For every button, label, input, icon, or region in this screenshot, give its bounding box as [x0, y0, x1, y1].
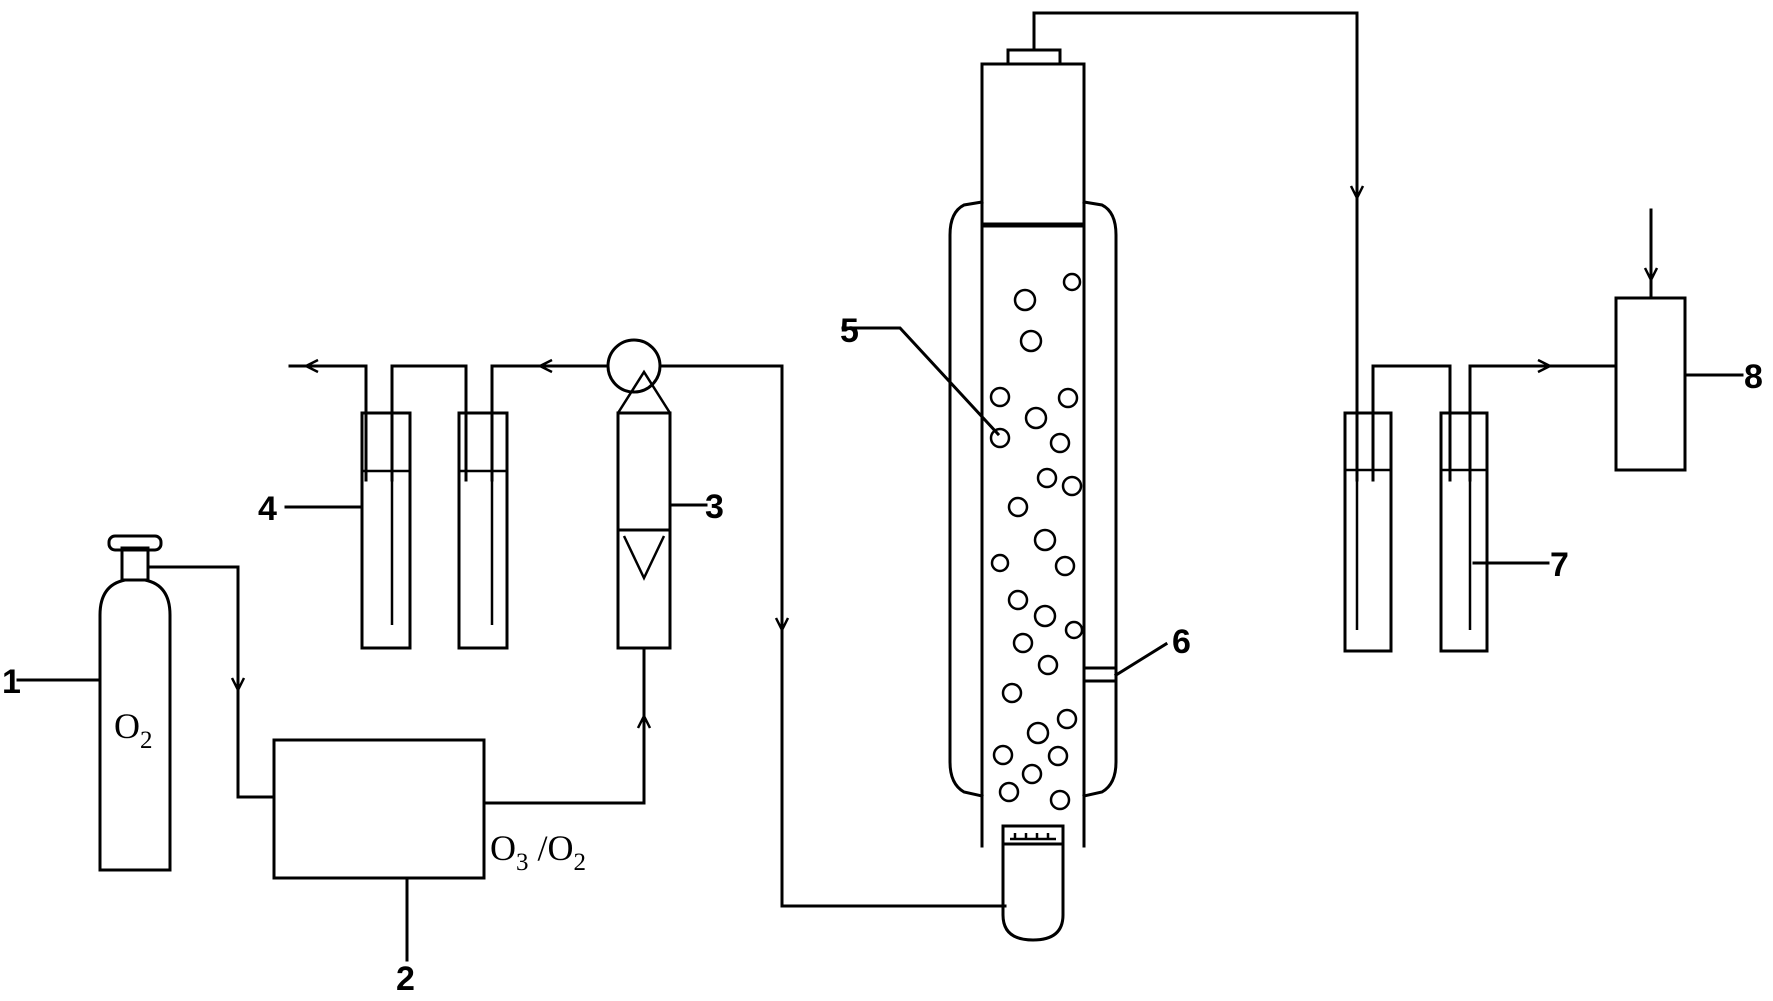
leader-line-5: [841, 326, 1001, 437]
pipe-valve-to-reactor: [658, 364, 1007, 908]
pipe-cylinder-to-generator: [146, 565, 276, 799]
label-7: 7: [1550, 546, 1569, 584]
ozone-generator: [272, 738, 486, 880]
pipe-generator-to-flowmeter: [482, 646, 652, 805]
reactor-column: [948, 48, 1118, 942]
sampling-port: [1082, 666, 1118, 683]
oxygen-cylinder: O2: [98, 534, 172, 872]
label-5: 5: [840, 312, 859, 350]
three-way-valve: [606, 338, 662, 394]
cylinder-gas-subscript: 2: [140, 727, 153, 754]
cylinder-gas: O: [114, 706, 140, 746]
leader-line-6: [1113, 641, 1169, 678]
absorption-bottle-4b: [457, 411, 509, 650]
absorption-bottle-4a: [360, 411, 412, 650]
pipe-valve-to-absorbers: [288, 358, 610, 482]
generator-output-label: O3 /O2: [490, 828, 586, 876]
label-8: 8: [1744, 358, 1763, 396]
flowmeter: [616, 369, 672, 650]
gas-analyzer: [1614, 208, 1687, 472]
label-3: 3: [705, 488, 724, 526]
svg-text:O2: O2: [114, 706, 153, 754]
pipe-reactor-to-absorbers: [1032, 11, 1615, 482]
label-1: 1: [2, 663, 21, 701]
packing-particles: [989, 272, 1084, 811]
label-2: 2: [396, 960, 415, 998]
label-4: 4: [258, 490, 277, 528]
label-6: 6: [1172, 623, 1191, 661]
absorption-bottle-7b: [1439, 411, 1489, 653]
absorption-bottle-7a: [1343, 411, 1393, 653]
